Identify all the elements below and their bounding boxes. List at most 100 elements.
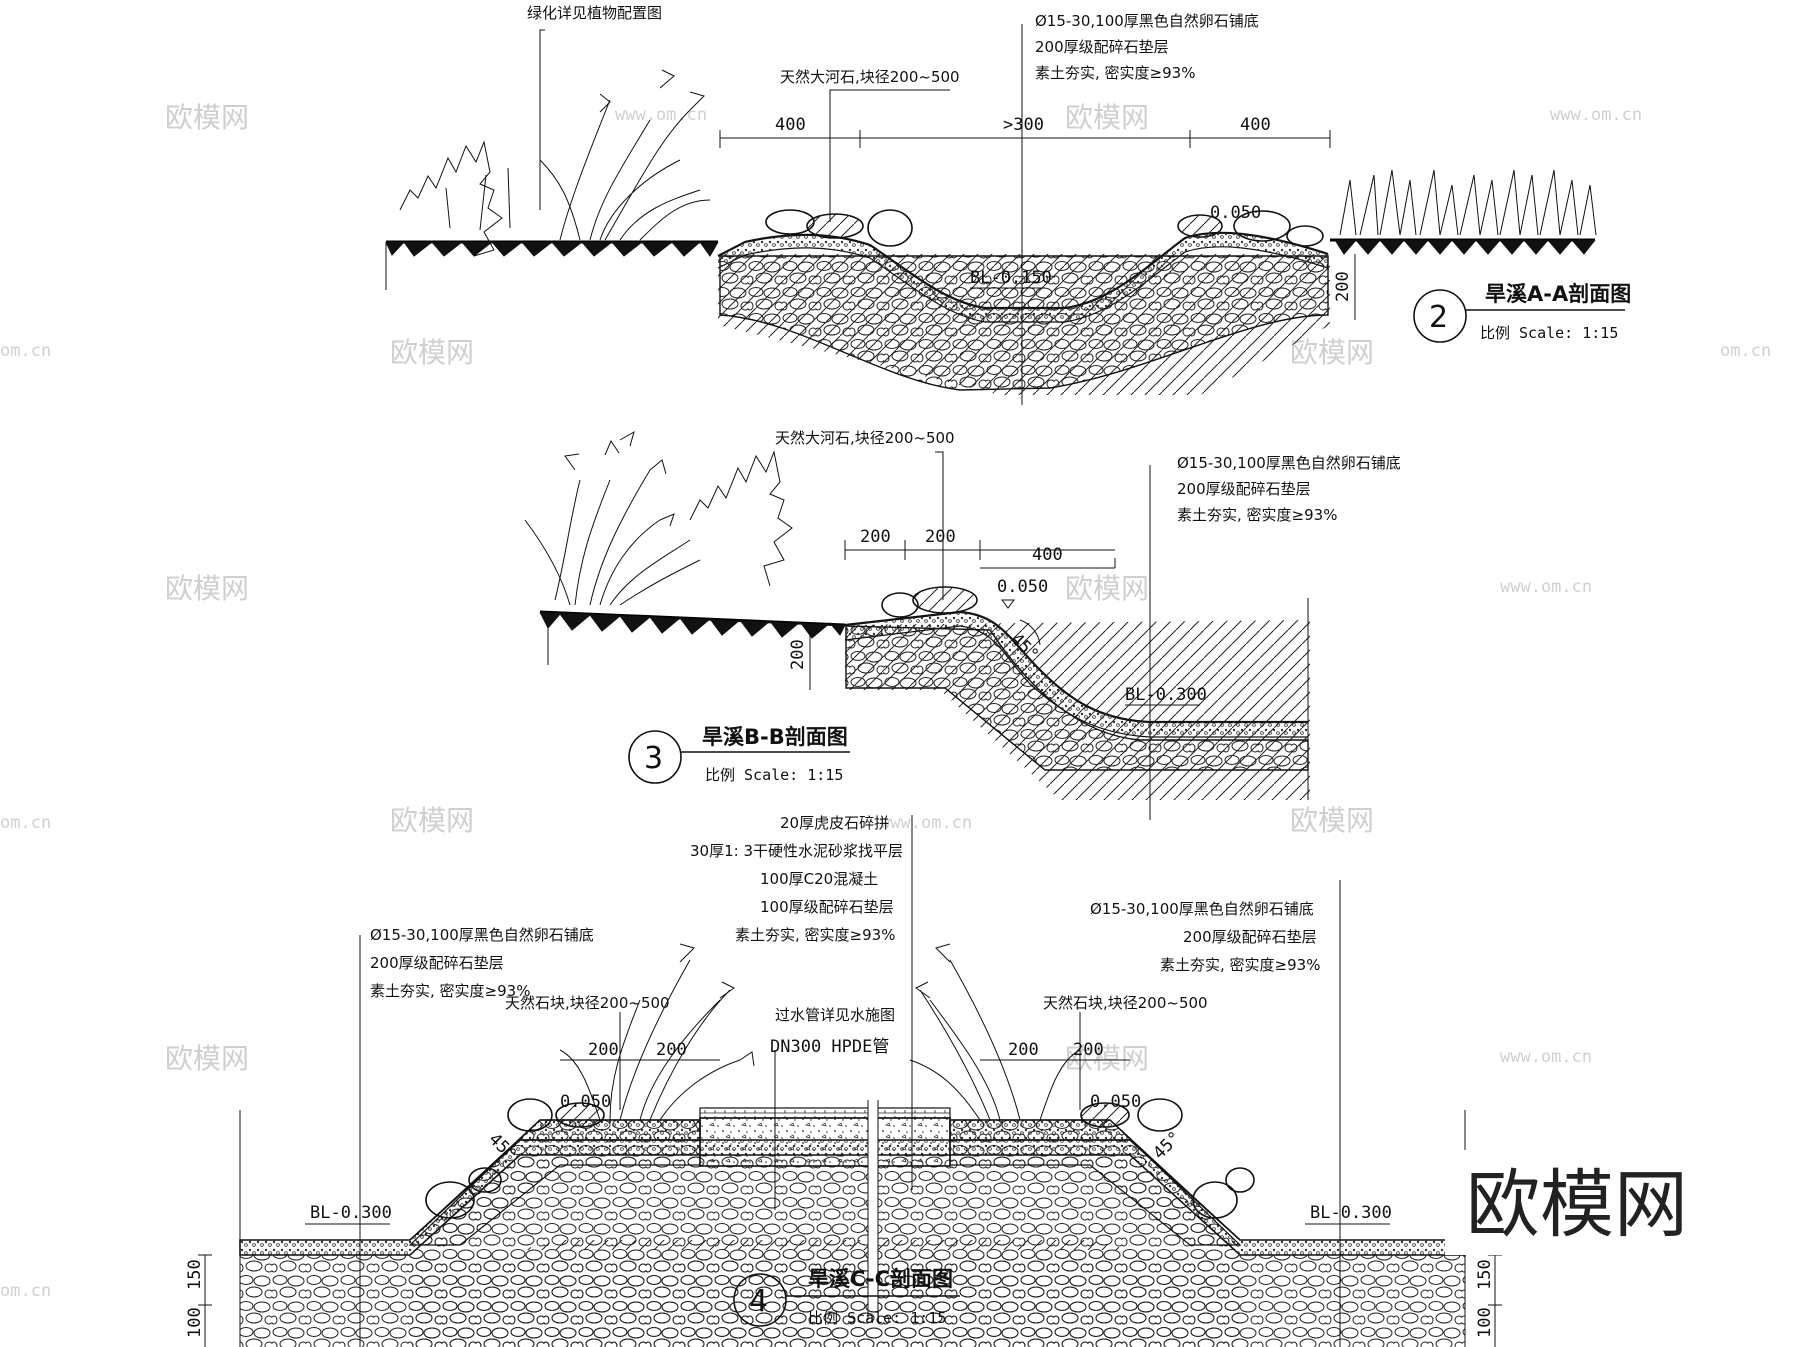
section-c-c: Ø15-30,100厚黑色自然卵石铺底 200厚级配碎石垫层 素土夯实, 密实度… (185, 814, 1502, 1347)
watermark-url: www.om.cn (1500, 577, 1592, 597)
dimension-label: 400 (775, 115, 806, 135)
layer-note: 200厚级配碎石垫层 (1183, 928, 1317, 946)
watermark-text: 欧模网 (165, 1042, 249, 1075)
river-boulder (1233, 210, 1291, 242)
dimension-label: 100 (1475, 1307, 1495, 1338)
dimension-label: 400 (1240, 115, 1271, 135)
pebble-base-layer (719, 255, 1329, 391)
dimension-label: 200 (656, 1040, 687, 1060)
watermark-url: om.cn (1720, 341, 1771, 361)
elevation-label: BL-0.300 (1125, 685, 1207, 705)
watermark-url: om.cn (0, 341, 51, 361)
river-boulder (912, 586, 978, 614)
section-number: 3 (644, 741, 663, 776)
river-boulder (1192, 1181, 1238, 1219)
river-boulder (1137, 1098, 1183, 1132)
watermark-text: 欧模网 (1290, 336, 1374, 369)
angle-label: 45° (1149, 1128, 1185, 1164)
bridge-note: 100厚级配碎石垫层 (760, 898, 894, 916)
elevation-label: 0.050 (1090, 1092, 1141, 1112)
watermark-text: 欧模网 (165, 572, 249, 605)
turf-edge-right (1334, 239, 1596, 255)
layer-note: 200厚级配碎石垫层 (370, 954, 504, 972)
dimension-label: 200 (788, 639, 808, 670)
section-number-circle (1413, 289, 1467, 343)
planting-group (399, 69, 1597, 257)
elevation-label: 0.050 (1210, 203, 1261, 223)
pebble-base-layer (410, 1155, 1240, 1347)
bridge-note: 100厚C20混凝土 (760, 870, 878, 888)
section-title: 旱溪B-B剖面图 (702, 725, 848, 749)
stone-note: 天然石块,块径200~500 (1043, 994, 1208, 1012)
river-boulder (507, 1098, 553, 1132)
bridge-note: 20厚虎皮石碎拼 (780, 814, 889, 832)
river-boulder (806, 213, 864, 239)
paving-layer (699, 1107, 951, 1119)
scale-label: 比例 Scale: 1:15 (1480, 324, 1618, 342)
river-boulder (1286, 225, 1324, 247)
scale-label: 比例 Scale: 1:15 (808, 1309, 946, 1327)
elevation-label: BL-0.300 (310, 1203, 392, 1223)
stone-note: 天然大河石,块径200~500 (780, 68, 960, 86)
black-pebble-layer (718, 232, 1328, 322)
layer-note: Ø15-30,100厚黑色自然卵石铺底 (1090, 900, 1314, 918)
section-number: 4 (749, 1284, 768, 1319)
watermark-url: om.cn (0, 1281, 51, 1301)
layer-note: 素土夯实, 密实度≥93% (1160, 956, 1320, 974)
planting-group (559, 943, 1081, 1121)
watermark-url: om.cn (0, 813, 51, 833)
watermark-text: 欧模网 (390, 804, 474, 837)
river-boulder (765, 209, 815, 235)
river-boulder (425, 1181, 475, 1219)
bridge-note: 素土夯实, 密实度≥93% (735, 926, 895, 944)
section-title: 旱溪C-C剖面图 (808, 1267, 953, 1291)
river-boulder (468, 1167, 502, 1193)
dimension-label: >300 (1003, 115, 1044, 135)
dimension-label: 200 (925, 527, 956, 547)
river-boulder (881, 592, 919, 618)
layer-note: 素土夯实, 密实度≥93% (1177, 506, 1337, 524)
river-boulder (555, 1102, 605, 1128)
bridge-note: 30厚1: 3干硬性水泥砂浆找平层 (690, 842, 903, 860)
watermark-text: 欧模网 (1065, 101, 1149, 134)
section-b-b: 200 200 400 200 0.050 45° BL-0.300 天然大河石… (524, 429, 1401, 820)
river-boulder (1080, 1102, 1130, 1128)
pipe-note: DN300 HPDE管 (770, 1037, 889, 1057)
layer-note: Ø15-30,100厚黑色自然卵石铺底 (1177, 454, 1401, 472)
dimension-label: 200 (860, 527, 891, 547)
elevation-label: 0.050 (560, 1092, 611, 1112)
turf-edge-left (385, 241, 719, 257)
watermark-text: 欧模网 (1065, 1042, 1149, 1075)
river-boulder (1177, 214, 1223, 238)
scale-label: 比例 Scale: 1:15 (705, 766, 843, 784)
stone-note: 天然石块,块径200~500 (505, 994, 670, 1012)
river-boulder (1225, 1167, 1255, 1193)
layer-note: Ø15-30,100厚黑色自然卵石铺底 (370, 926, 594, 944)
planting-note: 绿化详见植物配置图 (527, 4, 662, 22)
section-number: 2 (1429, 300, 1448, 335)
elevation-label: BL-0.300 (1310, 1203, 1392, 1223)
layer-note: Ø15-30,100厚黑色自然卵石铺底 (1035, 12, 1259, 30)
section-number-circle (733, 1273, 787, 1327)
river-boulder (867, 209, 913, 247)
layer-note: 素土夯实, 密实度≥93% (1035, 64, 1195, 82)
dimension-label: 200 (588, 1040, 619, 1060)
dimension-label: 100 (185, 1307, 205, 1338)
watermark-text: 欧模网 (165, 101, 249, 134)
elevation-label: BL-0.150 (970, 268, 1052, 288)
section-number-circle (628, 730, 682, 784)
watermark-url: www.om.cn (1550, 105, 1642, 125)
planting-group (524, 430, 793, 606)
watermark-url: www.om.cn (1500, 1047, 1592, 1067)
elevation-label: 0.050 (997, 577, 1048, 597)
watermark-text: 欧模网 (390, 336, 474, 369)
dimension-label: 200 (1073, 1040, 1104, 1060)
watermark-url: www.om.cn (615, 105, 707, 125)
watermark-text: 欧模网 (1065, 572, 1149, 605)
layer-note: 素土夯实, 密实度≥93% (370, 982, 530, 1000)
dimension-label: 150 (185, 1259, 205, 1290)
dimension-label: 200 (1008, 1040, 1039, 1060)
watermarks: 欧模网 欧模网 欧模网 欧模网 欧模网 欧模网 欧模网 欧模网 欧模网 欧模网 … (0, 101, 1771, 1301)
dimension-label: 150 (1475, 1259, 1495, 1290)
